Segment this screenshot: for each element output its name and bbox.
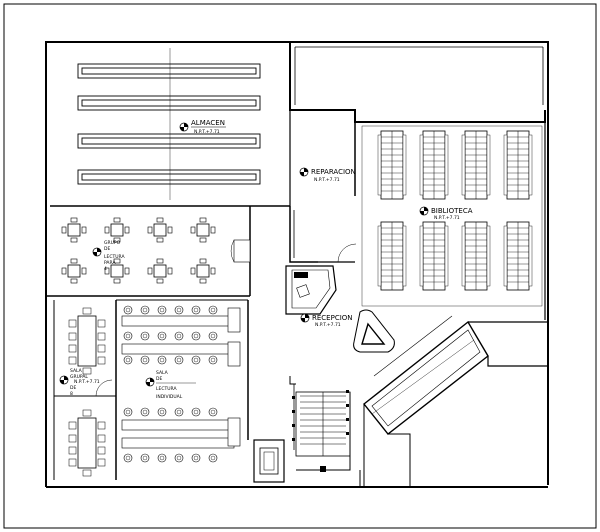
table-4 [147, 217, 173, 243]
grupo-label: PARA [104, 260, 116, 266]
reading-desks [121, 307, 241, 449]
diagonal-ramp [363, 315, 549, 487]
grupo-label: 4 [104, 266, 107, 272]
reparacion-room: REPARACION N.P.T.+7.71 [289, 122, 357, 263]
individual-reading-room: SALA DE LECTURA INDIVIDUAL [116, 299, 249, 463]
sala-grupal-label: DE [70, 385, 76, 391]
storage-racks [77, 63, 261, 185]
level-marker-icon [300, 313, 310, 323]
almacen-level: N.P.T.+7.71 [194, 129, 220, 135]
level-marker-icon [92, 247, 102, 257]
biblioteca-room: BIBLIOTECA N.P.T.+7.71 [361, 122, 546, 320]
grupo-label: GRUPO [104, 240, 121, 246]
grupo-label: DE [104, 246, 110, 252]
sala-grupal-label: 8 [70, 391, 73, 397]
sala-individual-label: SALA [156, 370, 169, 376]
reparacion-level: N.P.T.+7.71 [314, 177, 340, 183]
grupo-label: LECTURA [104, 254, 125, 260]
sala-grupal-label: SALA [70, 368, 83, 374]
sala-individual-label: LECTURA [156, 386, 177, 392]
recepcion-label: RECEPCION [312, 314, 353, 322]
sala-grupal-level: N.P.T.+7.71 [74, 379, 100, 385]
table-4 [190, 217, 216, 243]
table-4 [61, 217, 87, 243]
group-reading-room: GRUPO DE LECTURA PARA 4 [46, 206, 251, 297]
reception-desk-area: RECEPCION N.P.T.+7.71 [285, 265, 353, 328]
exterior-walls [45, 41, 549, 488]
group-room-8: SALA GRUPAL DE 8 N.P.T.+7.71 [53, 300, 117, 480]
almacen-label: ALMACEN [191, 119, 225, 127]
almacen-room: ALMACEN N.P.T.+7.71 [50, 42, 291, 207]
reparacion-label: REPARACION [311, 168, 356, 176]
elevator [253, 439, 285, 483]
sala-individual-label: INDIVIDUAL [156, 394, 183, 400]
recepcion-level: N.P.T.+7.71 [315, 322, 341, 328]
monitor-icon [294, 272, 308, 278]
table-4 [190, 258, 216, 284]
table-4 [147, 258, 173, 284]
stairway [289, 376, 361, 487]
level-marker-icon [419, 206, 429, 216]
level-marker-icon [179, 122, 189, 132]
table-4 [104, 217, 130, 243]
level-marker-icon [299, 167, 309, 177]
sheet-border [3, 3, 597, 529]
sala-grupal-label: GRUPAL [70, 374, 88, 380]
biblioteca-level: N.P.T.+7.71 [434, 215, 460, 221]
level-marker-icon [145, 377, 155, 387]
table-4 [61, 258, 87, 284]
sala-individual-label: DE [156, 376, 162, 382]
triangular-kiosk [353, 309, 395, 353]
level-marker-icon [59, 375, 69, 385]
biblioteca-label: BIBLIOTECA [431, 207, 473, 215]
